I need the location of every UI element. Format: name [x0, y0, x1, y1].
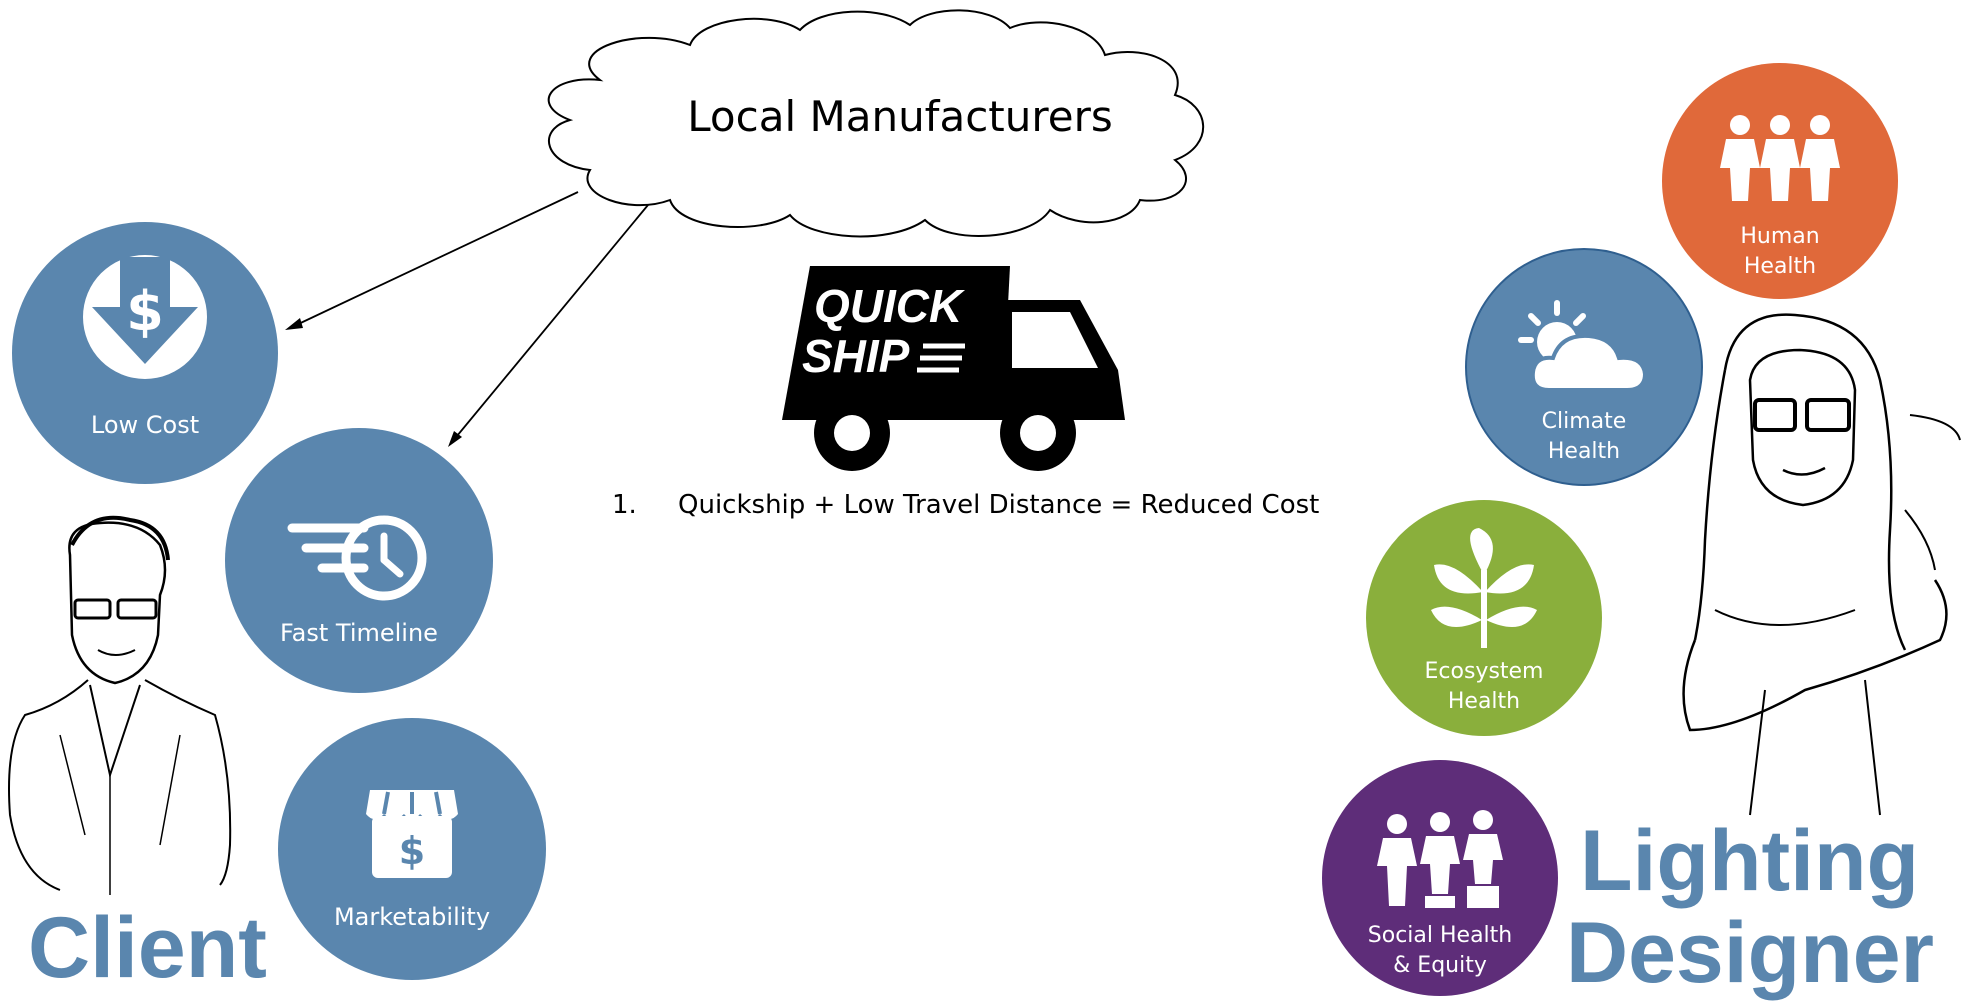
- client-portrait-sketch: [8, 515, 232, 895]
- climate-health-circle: Climate Health: [1465, 248, 1703, 486]
- storefront-dollar-icon: $: [366, 790, 458, 878]
- marketability-label: Marketability: [333, 903, 491, 931]
- dollar-down-arrow-icon: $: [83, 255, 207, 379]
- client-title: Client: [28, 900, 267, 996]
- people-podium-icon: [1377, 810, 1503, 908]
- designer-portrait-sketch: [1682, 313, 1961, 816]
- social-health-label-line1: Social Health: [1367, 923, 1513, 948]
- climate-health-label-line1: Climate: [1541, 409, 1627, 434]
- fast-timeline-circle: Fast Timeline: [225, 428, 493, 693]
- note-text: Quickship + Low Travel Distance = Reduce…: [678, 490, 1320, 520]
- svg-text:$: $: [399, 829, 425, 873]
- human-health-circle: Human Health: [1662, 63, 1898, 299]
- climate-health-label-line2: Health: [1547, 439, 1621, 464]
- sun-cloud-icon: [1518, 300, 1648, 392]
- truck-text-quick: QUICK: [814, 280, 965, 332]
- fast-clock-icon: [287, 515, 427, 601]
- ecosystem-health-label-line2: Health: [1447, 689, 1521, 714]
- ecosystem-health-label-line1: Ecosystem: [1424, 659, 1544, 684]
- marketability-circle: $ Marketability: [278, 718, 546, 980]
- plant-icon: [1431, 528, 1537, 648]
- people-icon: [1720, 115, 1840, 201]
- note-number: 1.: [612, 490, 637, 520]
- fast-timeline-label: Fast Timeline: [280, 619, 438, 647]
- cloud-label: Local Manufacturers: [687, 92, 1113, 141]
- low-cost-label: Low Cost: [90, 411, 200, 439]
- quickship-truck-icon: QUICK SHIP: [782, 266, 1125, 471]
- low-cost-circle: $ Low Cost: [12, 222, 278, 484]
- truck-text-ship: SHIP: [802, 330, 910, 382]
- social-health-label-line2: & Equity: [1393, 953, 1487, 978]
- human-health-label-line2: Health: [1743, 254, 1817, 279]
- ecosystem-health-circle: Ecosystem Health: [1366, 500, 1602, 736]
- social-health-circle: Social Health & Equity: [1322, 760, 1558, 996]
- designer-title-line1: Lighting: [1580, 813, 1920, 909]
- designer-title-line2: Designer: [1566, 905, 1935, 1001]
- svg-text:$: $: [126, 280, 164, 343]
- human-health-label-line1: Human: [1740, 224, 1820, 249]
